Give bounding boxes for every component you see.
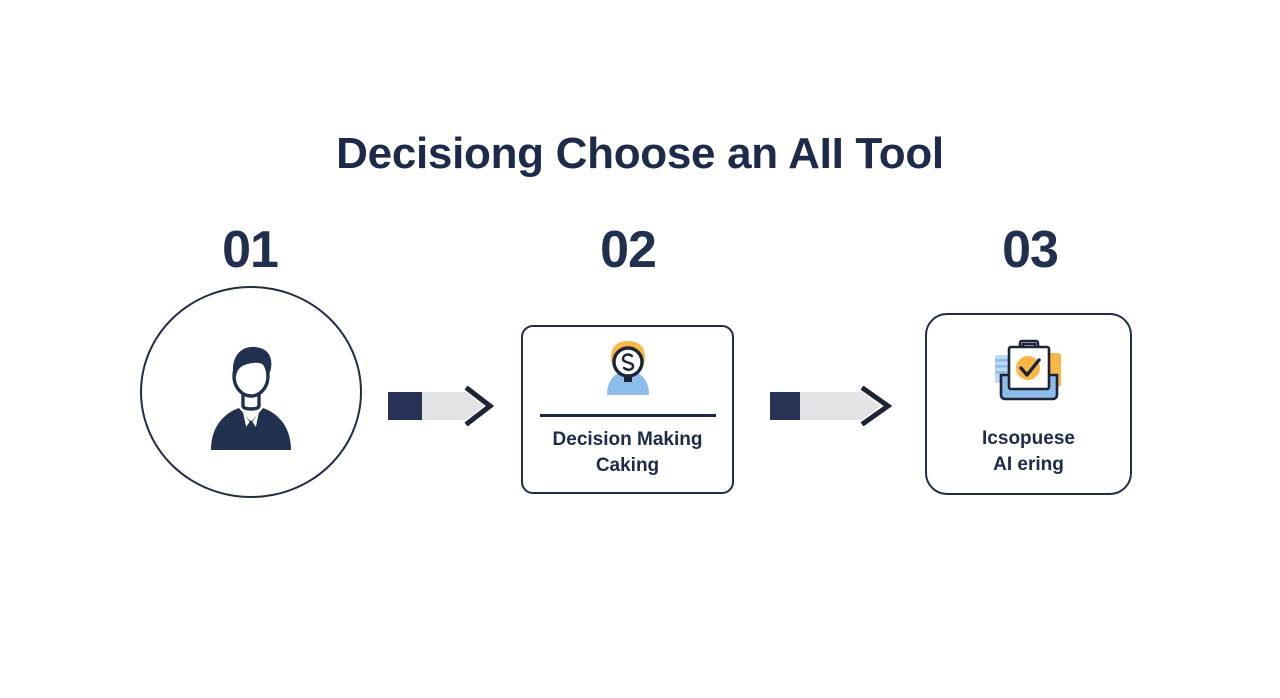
step-card-03-label-line2: AI ering [993, 454, 1064, 476]
step-card-02[interactable]: Decision Making Caking [521, 325, 734, 494]
right-arrow-icon [388, 386, 494, 426]
step-card-03[interactable]: Icsopuese AI ering [925, 313, 1132, 495]
card-divider [539, 414, 716, 417]
person-search-icon [593, 341, 663, 400]
connector-arrow-1 [388, 386, 494, 426]
step-number-01: 01 [222, 221, 279, 279]
right-arrow-icon [770, 386, 892, 426]
step-card-02-label-line1: Decision Making [552, 428, 703, 450]
page-title: Decisiong Choose an AII Tool [336, 129, 944, 178]
step-number-02: 02 [600, 221, 657, 279]
clipboard-check-icon [990, 337, 1068, 408]
step-number-03: 03 [1002, 221, 1059, 279]
step-card-03-label-line1: Icsopuese [982, 428, 1075, 449]
step-card-02-label-line2: Caking [595, 454, 660, 476]
step-card-02-label: Decision Making Caking [545, 427, 711, 479]
step-node-01[interactable] [140, 286, 362, 498]
connector-arrow-2 [770, 386, 892, 426]
businessman-icon [191, 332, 311, 452]
step-card-03-label: Icsopuese AI ering [974, 426, 1083, 478]
